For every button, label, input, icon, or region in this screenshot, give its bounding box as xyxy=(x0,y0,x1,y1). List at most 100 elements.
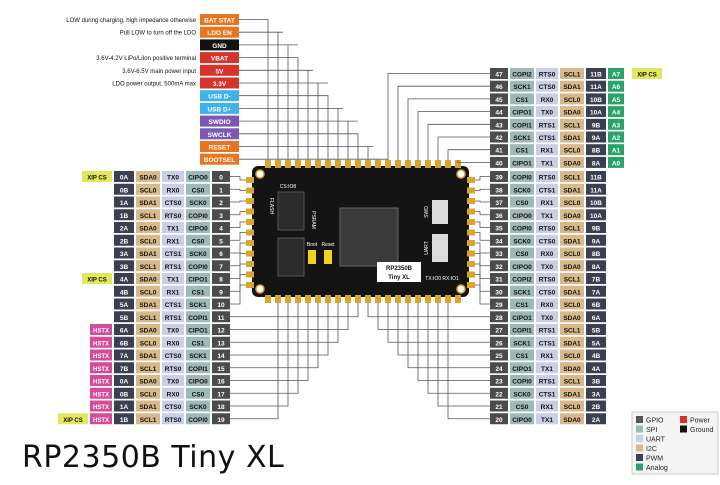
left-pin-uart-17: RX0 xyxy=(162,387,184,399)
right-pin-gpio-16-text: 23 xyxy=(495,379,503,386)
left-pin-extra-17-0-text: HSTX xyxy=(93,392,109,398)
uart-pins-label: TX:IO0 RX:IO1 xyxy=(425,276,459,282)
left-pin-trace-11 xyxy=(228,303,359,318)
left-pin-uart-5-bg xyxy=(162,234,184,246)
right-top-analog-3-bg xyxy=(608,106,624,118)
right-top-pwm-5-text: 9A xyxy=(592,135,601,142)
right-top-analog-6-text: A1 xyxy=(612,148,621,155)
right-top-spi-4: COPI1 xyxy=(510,118,534,130)
left-pin-i2c-6-text: SDA1 xyxy=(139,251,157,258)
right-pin-i2c-7-text: SDA0 xyxy=(563,264,581,271)
left-pin-gpio-2: 2 xyxy=(212,196,230,208)
left-pin-gpio-17: 17 xyxy=(212,387,230,399)
right-pin-i2c-19-bg xyxy=(560,413,584,425)
power-pin-11: BOOTSEL xyxy=(200,153,239,165)
left-pin-pwm-15: 7B xyxy=(114,362,134,374)
right-top-spi-4-text: COPI1 xyxy=(512,122,532,129)
right-pin-spi-0: COPI0 xyxy=(510,171,534,182)
left-pin-uart-4: TX1 xyxy=(162,222,184,233)
left-pin-trace-12 xyxy=(228,303,349,330)
right-pin-uart-5-bg xyxy=(536,234,558,246)
left-pin-i2c-12-bg xyxy=(136,324,160,335)
left-pin-uart-19-text: RTS0 xyxy=(165,417,182,424)
right-top-uart-4-bg xyxy=(536,118,558,130)
power-pin-8-text: SWDIO xyxy=(208,119,230,126)
left-pin-gpio-16: 16 xyxy=(212,375,230,386)
left-pin-pwm-5: 2B xyxy=(114,234,134,246)
power-pin-trace-4 xyxy=(239,69,313,160)
left-pin-trace-10 xyxy=(228,284,246,305)
right-pin-i2c-15-text: SDA0 xyxy=(563,366,581,373)
right-top-i2c-4: SCL1 xyxy=(560,118,584,130)
flash-label: FLASH xyxy=(268,198,274,215)
left-pin-uart-6-bg xyxy=(162,247,184,259)
right-pin-i2c-11: SDA0 xyxy=(560,311,584,323)
right-pin-uart-11-bg xyxy=(536,311,558,323)
board-pad-right xyxy=(467,240,475,246)
right-pin-uart-3-bg xyxy=(536,209,558,221)
right-pin-pwm-8-text: 7B xyxy=(592,277,601,284)
left-pin-gpio-9-bg xyxy=(212,285,230,297)
legend-label-5: I2C xyxy=(646,446,657,453)
right-pin-spi-10: CS1 xyxy=(510,298,534,310)
right-pin-trace-8 xyxy=(475,263,490,279)
left-pin-pwm-17-text: 0B xyxy=(120,391,129,398)
right-pin-spi-17-bg xyxy=(510,387,534,399)
right-pin-i2c-18: SCL0 xyxy=(560,400,584,412)
left-pin-spi-14: SCK1 xyxy=(186,349,210,361)
right-pin-i2c-15: SDA0 xyxy=(560,362,584,374)
left-pin-trace-19 xyxy=(228,303,279,420)
power-pin-9-bg xyxy=(200,128,239,140)
left-pin-spi-10-text: SCK1 xyxy=(189,302,207,309)
right-top-uart-3: TX0 xyxy=(536,106,558,118)
right-pin-spi-19-bg xyxy=(510,413,534,425)
left-pin-extra-16-0-text: HSTX xyxy=(93,380,109,386)
right-pin-i2c-9-bg xyxy=(560,285,584,297)
right-top-gpio-4: 43 xyxy=(490,118,508,130)
mounting-hole xyxy=(456,284,466,294)
left-pin-gpio-7: 7 xyxy=(212,260,230,272)
right-pin-spi-6: CS0 xyxy=(510,247,534,259)
right-top-analog-7-bg xyxy=(608,156,624,168)
right-top-uart-3-text: TX0 xyxy=(541,110,553,117)
right-top-uart-4: RTS1 xyxy=(536,118,558,130)
right-pin-i2c-4-text: SCL1 xyxy=(564,226,581,233)
right-pin-pwm-12-text: 5B xyxy=(592,328,601,335)
left-pin-spi-9: CS1 xyxy=(186,285,210,297)
board-label-line2: Tiny XL xyxy=(388,275,410,281)
right-pin-uart-8-bg xyxy=(536,273,558,284)
legend-label-0: GPIO xyxy=(646,418,664,425)
right-top-gpio-4-bg xyxy=(490,118,508,130)
left-pin-spi-10-bg xyxy=(186,298,210,310)
power-pin-11-text: BOOTSEL xyxy=(204,157,235,164)
right-pin-gpio-3: 36 xyxy=(490,209,508,221)
left-pin-i2c-3: SCL1 xyxy=(136,209,160,221)
left-pin-i2c-3-bg xyxy=(136,209,160,221)
left-pin-spi-0-text: CIPO0 xyxy=(188,175,208,182)
left-pin-spi-3-bg xyxy=(186,209,210,221)
left-pin-gpio-3-text: 3 xyxy=(219,213,223,220)
right-pin-spi-13: SCK1 xyxy=(510,336,534,348)
right-pin-pwm-4-text: 9B xyxy=(592,226,601,233)
left-pin-pwm-8-text: 4A xyxy=(120,277,129,284)
board-pad-bottom xyxy=(305,295,311,303)
right-top-pwm-6-bg xyxy=(586,144,606,156)
right-top-i2c-2-bg xyxy=(560,93,584,105)
right-top-extra-0-bg xyxy=(632,68,662,79)
board-pad-left xyxy=(246,187,254,194)
right-pin-gpio-13-bg xyxy=(490,336,508,348)
right-top-uart-5-bg xyxy=(536,131,558,143)
left-pin-pwm-14: 7A xyxy=(114,349,134,361)
right-top-gpio-4-text: 43 xyxy=(495,122,503,129)
right-pin-spi-14-text: CS1 xyxy=(516,353,529,360)
left-pin-uart-10: CTS1 xyxy=(162,298,184,310)
right-pin-spi-3: CIPO0 xyxy=(510,209,534,221)
left-pin-i2c-14-bg xyxy=(136,349,160,361)
left-pin-uart-6-text: CTS1 xyxy=(165,251,182,258)
right-pin-uart-10-text: RX0 xyxy=(541,302,554,309)
board-label-line1: RP2350B xyxy=(386,266,413,272)
board-pad-top xyxy=(345,160,351,168)
right-pin-uart-15-text: TX1 xyxy=(541,366,553,373)
